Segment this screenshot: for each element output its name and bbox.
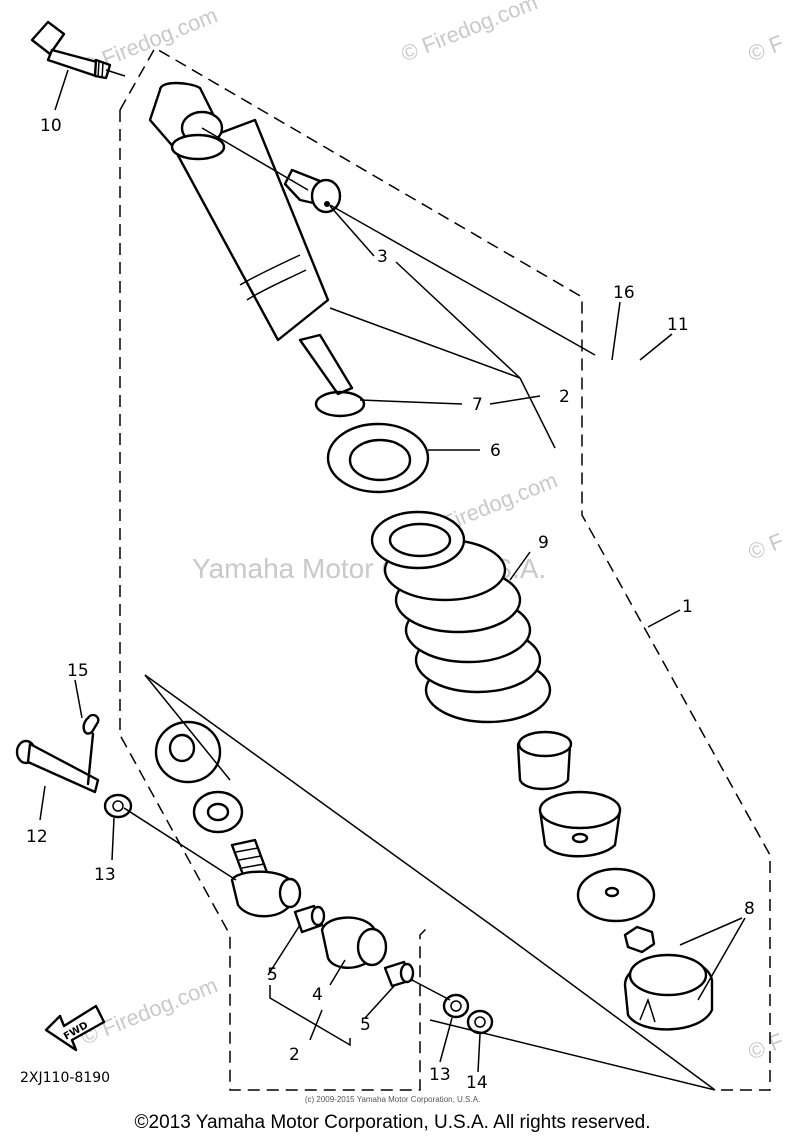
callout-2-top: 2 — [559, 387, 570, 407]
washer-13-right — [442, 993, 470, 1019]
washer-lower — [576, 867, 656, 923]
watermark-firedog-edge-1: © F — [745, 30, 785, 67]
callout-2-bottom: 2 — [289, 1045, 300, 1065]
callout-5-left: 5 — [267, 965, 278, 985]
callouts: 10 3 16 11 7 2 6 9 1 15 12 13 8 5 4 5 2 … — [20, 116, 755, 1093]
callout-11: 11 — [667, 315, 689, 335]
seal-left — [192, 790, 244, 834]
callout-5-right: 5 — [360, 1015, 371, 1035]
upper-seat-left — [154, 720, 222, 784]
lock-nut — [623, 925, 656, 954]
assembly-boundary — [119, 46, 771, 1091]
adjuster-ring-8 — [623, 953, 714, 1031]
bump-stopper — [516, 730, 573, 791]
spring-9 — [370, 510, 552, 724]
watermark-firedog-edge-3: © F — [745, 1028, 785, 1065]
leader-lines — [39, 69, 746, 1091]
callout-15: 15 — [67, 661, 89, 681]
callout-1: 1 — [682, 597, 693, 617]
collar-5-left — [293, 904, 326, 934]
callout-4: 4 — [312, 985, 323, 1005]
lower-eye — [230, 838, 302, 918]
small-copyright: (c) 2009-2015 Yamaha Motor Corporation, … — [304, 1095, 481, 1104]
copyright-notice: ©2013 Yamaha Motor Corporation, U.S.A. A… — [134, 1112, 651, 1133]
collar-5-right — [383, 960, 415, 988]
callout-8: 8 — [744, 899, 755, 919]
cotter-pin-15 — [82, 713, 100, 786]
spring-seat-6 — [326, 422, 430, 494]
callout-14: 14 — [466, 1073, 488, 1093]
callout-10: 10 — [40, 116, 62, 136]
callout-9: 9 — [538, 533, 549, 553]
assembly-boundary-left — [119, 110, 431, 1091]
bolt-10 — [30, 20, 126, 80]
watermark-firedog-edge-2: © F — [745, 528, 785, 565]
circlip-7 — [314, 390, 366, 418]
callout-16: 16 — [613, 283, 635, 303]
diagram-code: 2XJ110-8190 — [20, 1070, 110, 1086]
callout-6: 6 — [490, 441, 501, 461]
callout-7: 7 — [472, 395, 483, 415]
washer-13-left — [103, 793, 133, 819]
spring-guide — [538, 790, 622, 858]
watermark-firedog-top-right: © Firedog.com — [398, 0, 541, 67]
pin-12 — [15, 739, 100, 794]
bushing-4 — [320, 916, 388, 969]
bushing-3 — [283, 168, 342, 214]
shock-absorber-body — [148, 81, 354, 396]
callout-13-right: 13 — [429, 1065, 451, 1085]
callout-3: 3 — [377, 247, 388, 267]
callout-12: 12 — [26, 827, 48, 847]
callout-13-left: 13 — [94, 865, 116, 885]
